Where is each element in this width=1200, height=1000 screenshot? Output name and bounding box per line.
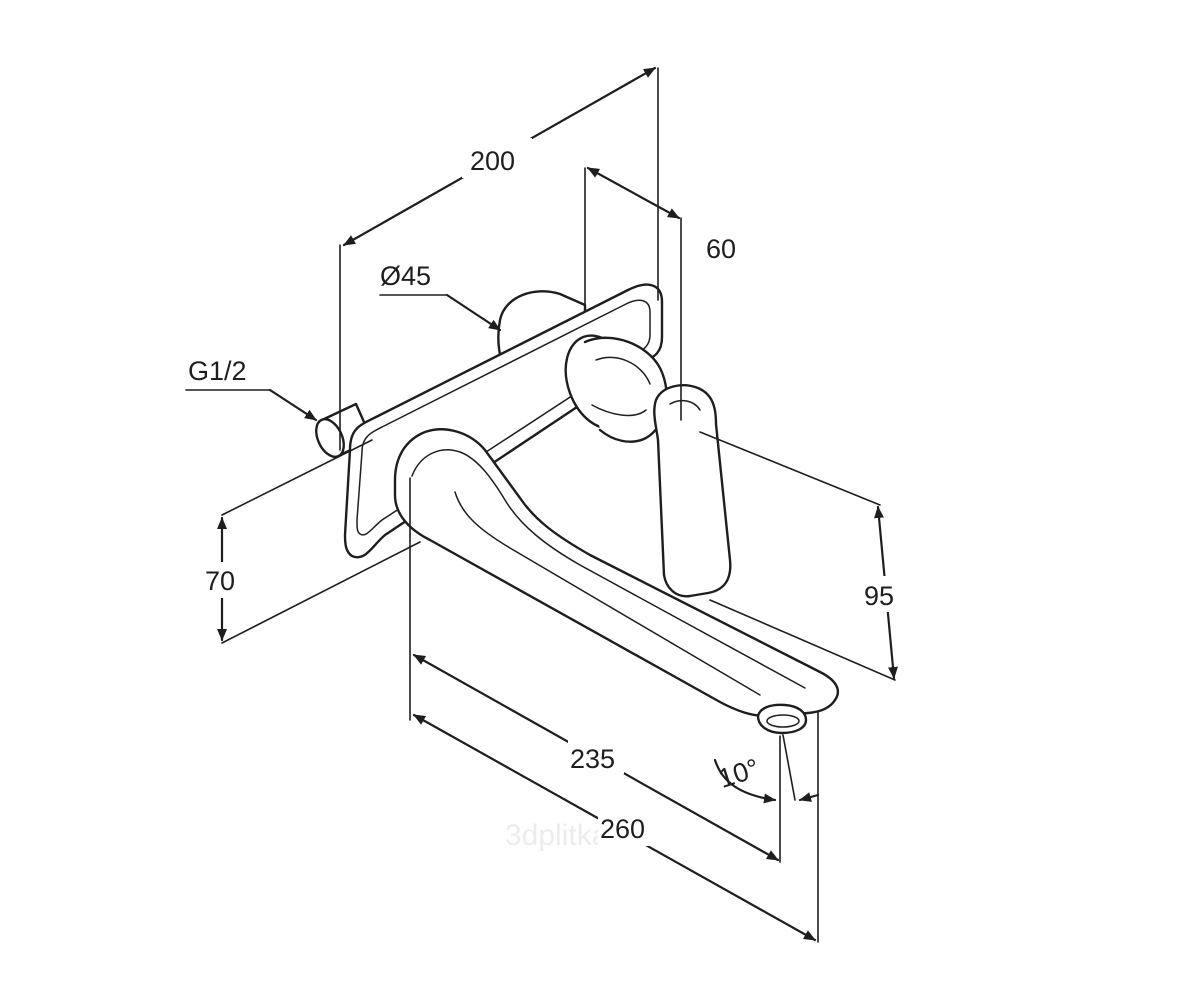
- angle-10-degrees: 10°: [713, 734, 820, 804]
- dim-260-label: 260: [600, 814, 645, 844]
- faucet-body: [315, 283, 840, 735]
- dim-200-label: 200: [470, 146, 515, 176]
- dim-70-label: 70: [205, 566, 235, 596]
- aerator: [756, 703, 808, 735]
- spout-ridge: [411, 449, 806, 689]
- spout-side-line: [454, 491, 761, 696]
- dim-angle-label: 10°: [715, 753, 763, 794]
- dim-60-label: 60: [706, 234, 736, 264]
- dim-45-label: Ø45: [380, 261, 431, 291]
- dimension-200: 200: [339, 66, 659, 451]
- dimension-60: 60: [584, 166, 736, 421]
- dim-95-label: 95: [864, 581, 894, 611]
- spout: [393, 428, 840, 718]
- callout-diameter-45: Ø45: [379, 261, 502, 332]
- lever-handle: [653, 384, 732, 598]
- callout-thread-g12: G1/2: [185, 356, 318, 422]
- dimension-70: 70: [204, 439, 421, 644]
- wall-plate-bevel: [356, 299, 651, 536]
- lever-collar: [564, 334, 668, 443]
- dim-g12-label: G1/2: [188, 356, 247, 386]
- dimension-95: 95: [699, 431, 906, 681]
- dimension-260: 260: [412, 711, 819, 943]
- lever-handle-edge: [669, 399, 701, 411]
- dim-235-label: 235: [570, 744, 615, 774]
